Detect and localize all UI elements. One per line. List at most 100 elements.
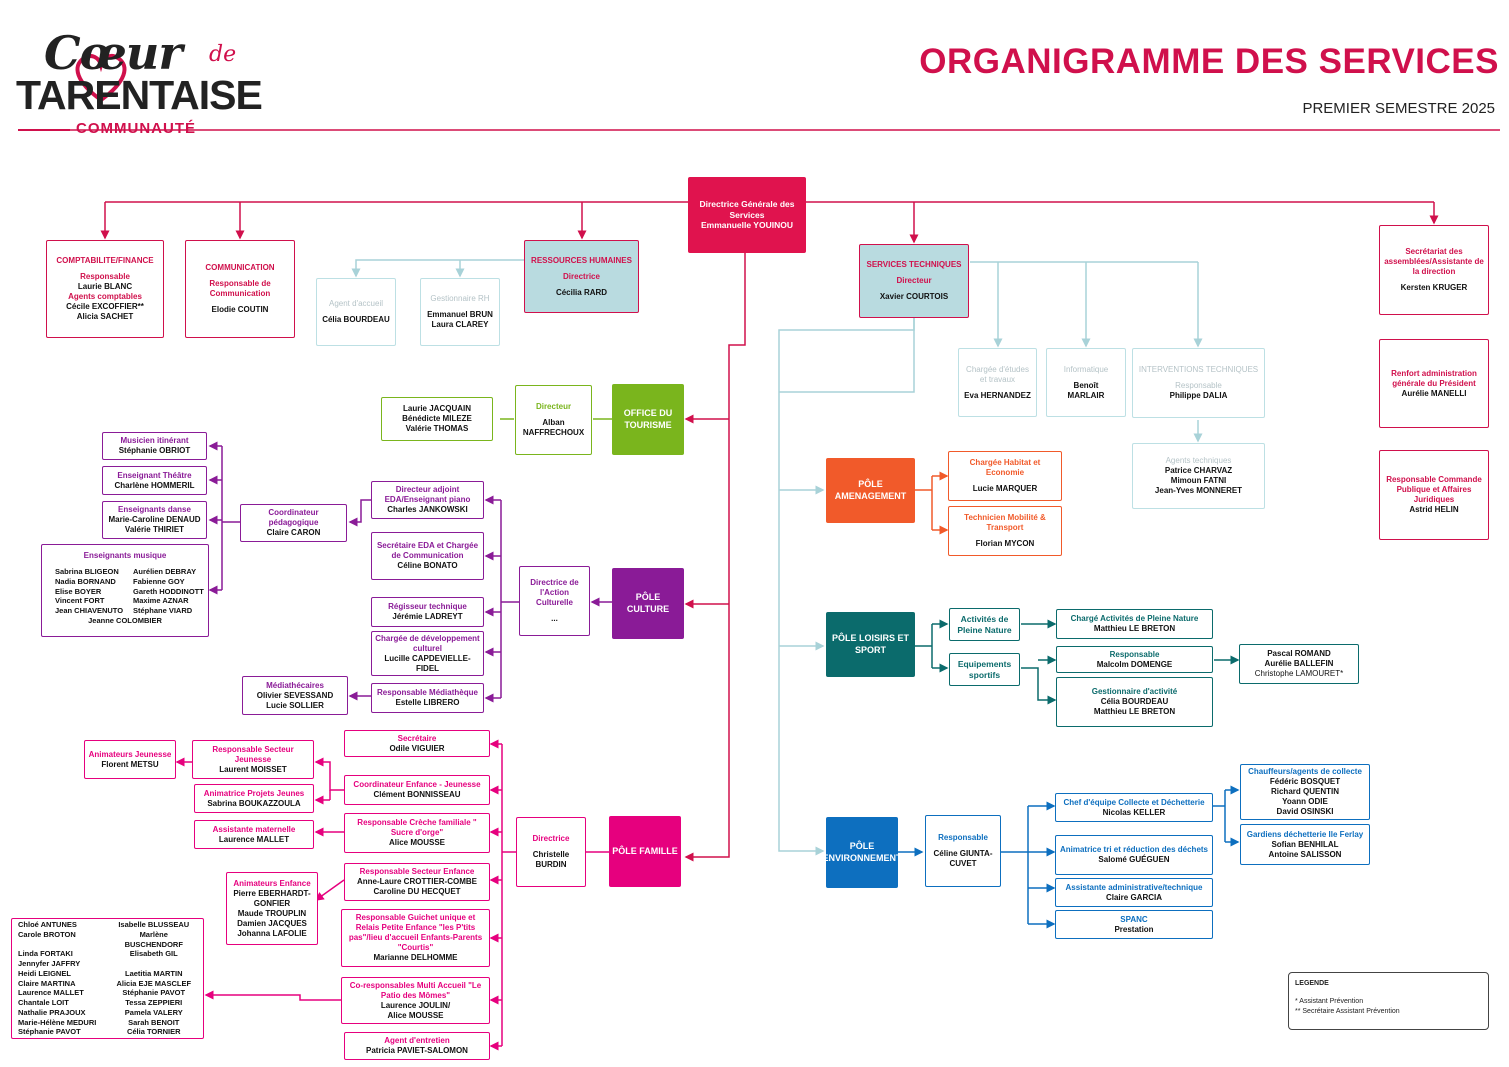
famille-coord-name: Clément BONNISSEAU [373,790,461,799]
pole-famille-label: PÔLE FAMILLE [612,845,678,856]
rh-title: RESSOURCES HUMAINES [531,255,632,265]
dg-name: Emmanuelle YOUINOU [701,220,793,231]
multi-staff-col2-3 [111,959,198,969]
multi-staff-col1-5: Claire MARTINA [18,978,76,988]
loisirs-equipements: Equipements sportifs [957,658,1012,680]
agents-tech-name3: Jean-Yves MONNERET [1154,486,1243,495]
famille-guichet-name: Marianne DELHOMME [373,953,458,962]
musique-col1-2: Elise BOYER [55,586,102,596]
culture-dev-role: Chargée de développement culturel [375,633,480,653]
logo-communaute: COMMUNAUTÉ [76,120,196,137]
comm-box: COMMUNICATION Responsable de Communicati… [185,240,295,338]
env-resp-role: Responsable [938,833,988,842]
culture-dev-name: Lucille CAPDEVIELLE-FIDEL [384,653,471,673]
loisirs-gestionnaire-box: Gestionnaire d'activité Célia BOURDEAU M… [1056,677,1213,727]
culture-dir-box: Directrice de l'Action Culturelle ... [519,566,590,636]
famille-coord-box: Coordinateur Enfance - Jeunesse Clément … [344,775,490,805]
env-chef-role: Chef d'équipe Collecte et Déchetterie [1063,797,1205,807]
loisirs-equipe-name1: Pascal ROMAND [1267,649,1331,658]
famille-projets-jeunes-name: Sabrina BOUKAZZOULA [207,798,301,808]
culture-mediathecaires-name2: Lucie SOLLIER [266,700,324,710]
culture-secretaire-box: Secrétaire EDA et Chargée de Communicati… [371,532,484,580]
legend-line1: * Assistant Prévention [1295,998,1364,1006]
culture-adjoint-role: Directeur adjoint EDA/Enseignant piano [384,485,471,504]
famille-creche-name: Alice MOUSSE [388,838,445,847]
famille-entretien-name: Patricia PAVIET-SALOMON [366,1046,468,1055]
culture-mediathecaires-box: Médiathécaires Olivier SEVESSAND Lucie S… [242,676,348,715]
multi-staff-col1-1: Carole BROTON [18,929,76,939]
etudes-box: Chargée d'études et travaux Eva HERNANDE… [958,348,1037,417]
env-resp-box: Responsable Céline GIUNTA-CUVET [925,815,1001,887]
culture-musique-role: Enseignants musique [83,551,167,560]
interv-name: Philippe DALIA [1169,391,1228,400]
pole-loisirs-label: PÔLE LOISIRS ET SPORT [831,633,909,655]
tourisme-dir-name: Alban NAFFRECHOUX [522,418,585,437]
page-title: ORGANIGRAMME DES SERVICES [919,42,1499,81]
pole-amenagement-label: PÔLE AMENAGEMENT [834,479,907,501]
musique-col2-0: Aurélien DEBRAY [133,567,197,576]
env-gardiens-0: Sofian BENHILAL [1271,839,1339,849]
loisirs-pleine-nature-box: Activités de Pleine Nature [949,608,1020,641]
culture-musique-box: Enseignants musique Sabrina BLIGEON Aurél… [41,544,209,637]
pole-tourisme-label: OFFICE DU TOURISME [623,408,673,430]
logo: Cœur de TARENTAISE COMMUNAUTÉ [14,20,279,140]
env-chauffeurs-0: Fédéric BOSQUET [1269,777,1341,786]
rh-box: RESSOURCES HUMAINES Directrice Cécilia R… [524,240,639,313]
famille-secretaire-box: Secrétaire Odile VIGUIER [344,730,490,757]
musique-col1-0: Sabrina BLIGEON [55,567,119,576]
famille-entretien-role: Agent d'entretien [384,1036,450,1045]
accueil-name: Célia BOURDEAU [322,315,390,324]
famille-multi-box: Co-responsables Multi Accueil "Le Patio … [341,977,490,1024]
env-animatrice-role: Animatrice tri et réduction des déchets [1059,845,1209,854]
famille-secteur-jeunesse-name: Laurent MOISSET [219,764,287,774]
famille-secteur-jeunesse-box: Responsable Secteur Jeunesse Laurent MOI… [192,740,314,779]
pole-environnement: PÔLE ENVIRONNEMENT [826,817,898,888]
page-subtitle: PREMIER SEMESTRE 2025 [1302,100,1495,117]
multi-staff-col1-2: Linda FORTAKI [18,949,73,959]
compta-role2: Agents comptables [68,292,142,301]
st-box: SERVICES TECHNIQUES Directeur Xavier COU… [859,244,969,318]
famille-maternelle-box: Assistante maternelle Laurence MALLET [194,820,314,849]
loisirs-equipe-box: Pascal ROMAND Aurélie BALLEFIN Christoph… [1239,644,1359,684]
culture-media-resp-role: Responsable Médiathèque [377,688,478,697]
tourisme-dir-role: Directeur [535,402,572,411]
multi-staff-col1-10: Stéphanie PAVOT [18,1027,81,1037]
musique-col2-4: Stéphane VIARD [133,606,193,615]
logo-de: de [209,42,237,67]
famille-multi-role: Co-responsables Multi Accueil "Le Patio … [349,980,482,1000]
culture-coord-box: Coordinateur pédagogique Claire CARON [240,504,347,542]
dg-box: Directrice Générale des Services Emmanue… [688,177,806,253]
env-resp-name: Céline GIUNTA-CUVET [933,849,993,868]
legend-line2: ** Secrétaire Assistant Prévention [1295,1008,1400,1016]
agents-tech-name2: Mimoun FATNI [1170,476,1227,485]
env-chauffeurs-role: Chauffeurs/agents de collecte [1248,767,1362,776]
famille-anim-enfance-box: Animateurs Enfance Pierre EBERHARDT-GONF… [226,872,318,945]
famille-anim-enfance-2: Damien JACQUES [237,918,307,928]
pole-famille: PÔLE FAMILLE [609,816,681,887]
interv-box: INTERVENTIONS TECHNIQUES Responsable Phi… [1132,348,1265,418]
env-chauffeurs-1: Richard QUENTIN [1270,787,1339,796]
tourisme-staff-box: Laurie JACQUAIN Bénédicte MILEZE Valérie… [381,397,493,441]
loisirs-pleine-nature: Activités de Pleine Nature [957,613,1012,635]
famille-secretaire-name: Odile VIGUIER [389,743,445,753]
info-role: Informatique [1063,364,1109,374]
culture-regisseur-box: Régisseur technique Jérémie LADREYT [371,597,484,627]
culture-regisseur-name: Jérémie LADREYT [392,612,463,621]
env-gardiens-role: Gardiens déchetterie Ile Ferlay [1246,829,1364,839]
amenagement-mobilite-role: Technicien Mobilité & Transport [964,513,1046,532]
gest-rh-name2: Laura CLAREY [431,320,489,329]
comm-role: Responsable de Communication [209,279,271,298]
culture-mediathecaires-name1: Olivier SEVESSAND [256,690,334,700]
culture-musicien-box: Musicien itinérant Stéphanie OBRIOT [102,432,207,460]
accueil-box: Agent d'accueil Célia BOURDEAU [316,278,396,346]
logo-coeur: Cœur [44,26,183,80]
pole-tourisme: OFFICE DU TOURISME [612,384,684,455]
env-chef-name: Nicolas KELLER [1102,807,1166,817]
env-chauffeurs-box: Chauffeurs/agents de collecte Fédéric BO… [1240,764,1370,820]
culture-musicien-role: Musicien itinérant [120,436,189,445]
pole-culture-label: PÔLE CULTURE [626,592,670,614]
culture-media-resp-name: Estelle LIBRERO [395,698,460,707]
secretariat-box: Secrétariat des assemblées/Assistante de… [1379,225,1489,315]
